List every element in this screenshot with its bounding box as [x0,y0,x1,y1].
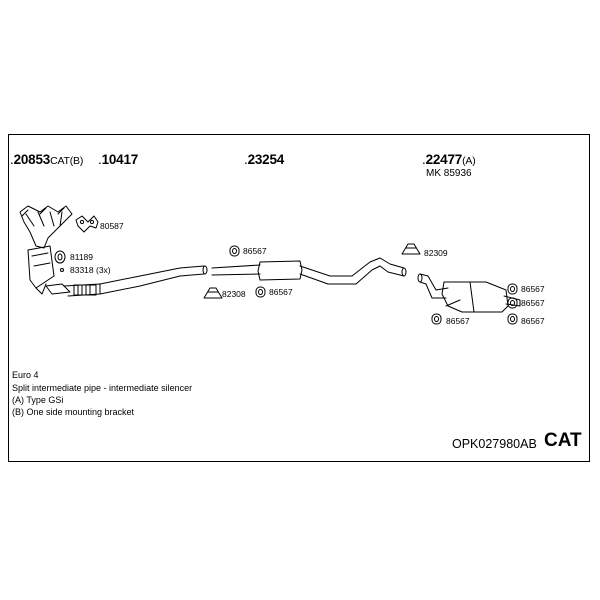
part-number-manifold: .20853CAT(B) [10,152,84,167]
label-86567-f: 86567 [521,316,545,326]
bolt-83318-drawing [60,268,64,272]
rear-silencer-drawing [417,273,521,313]
part-number-front-pipe: .10417 [98,152,139,167]
label-83318: 83318 (3x) [70,265,111,275]
label-82309: 82309 [424,248,448,258]
label-81189: 81189 [70,252,94,262]
clamp-82308-drawing [203,287,223,299]
note-split-pipe: Split intermediate pipe - intermediate s… [12,383,193,393]
front-pipe-drawing [45,265,208,297]
clamp-82309-drawing [401,243,421,255]
label-86567-a: 86567 [243,246,267,256]
kit-code: OPK027980AB [452,437,537,451]
middle-silencer-drawing [211,257,407,285]
label-86567-d: 86567 [521,298,545,308]
note-euro: Euro 4 [12,370,39,380]
label-86567-c: 86567 [521,284,545,294]
gasket-80587-drawing [75,215,99,233]
label-86567-b: 86567 [269,287,293,297]
ring-81189-drawing [54,250,66,264]
label-86567-e: 86567 [446,316,470,326]
label-82308: 82308 [222,289,246,299]
rubber-mount-drawings [229,245,518,325]
note-type-gsi: (A) Type GSi [12,395,64,405]
diagram-frame [8,134,590,462]
cat-badge: CAT [544,430,582,451]
part-number-middle-silencer: .23254 [244,152,285,167]
rear-silencer-mk-number: MK 85936 [426,168,472,179]
part-number-rear-silencer: .22477(A) [422,152,476,167]
manifold-catalyst-drawing [19,205,73,295]
label-80587: 80587 [100,221,124,231]
note-mounting-bracket: (B) One side mounting bracket [12,407,135,417]
